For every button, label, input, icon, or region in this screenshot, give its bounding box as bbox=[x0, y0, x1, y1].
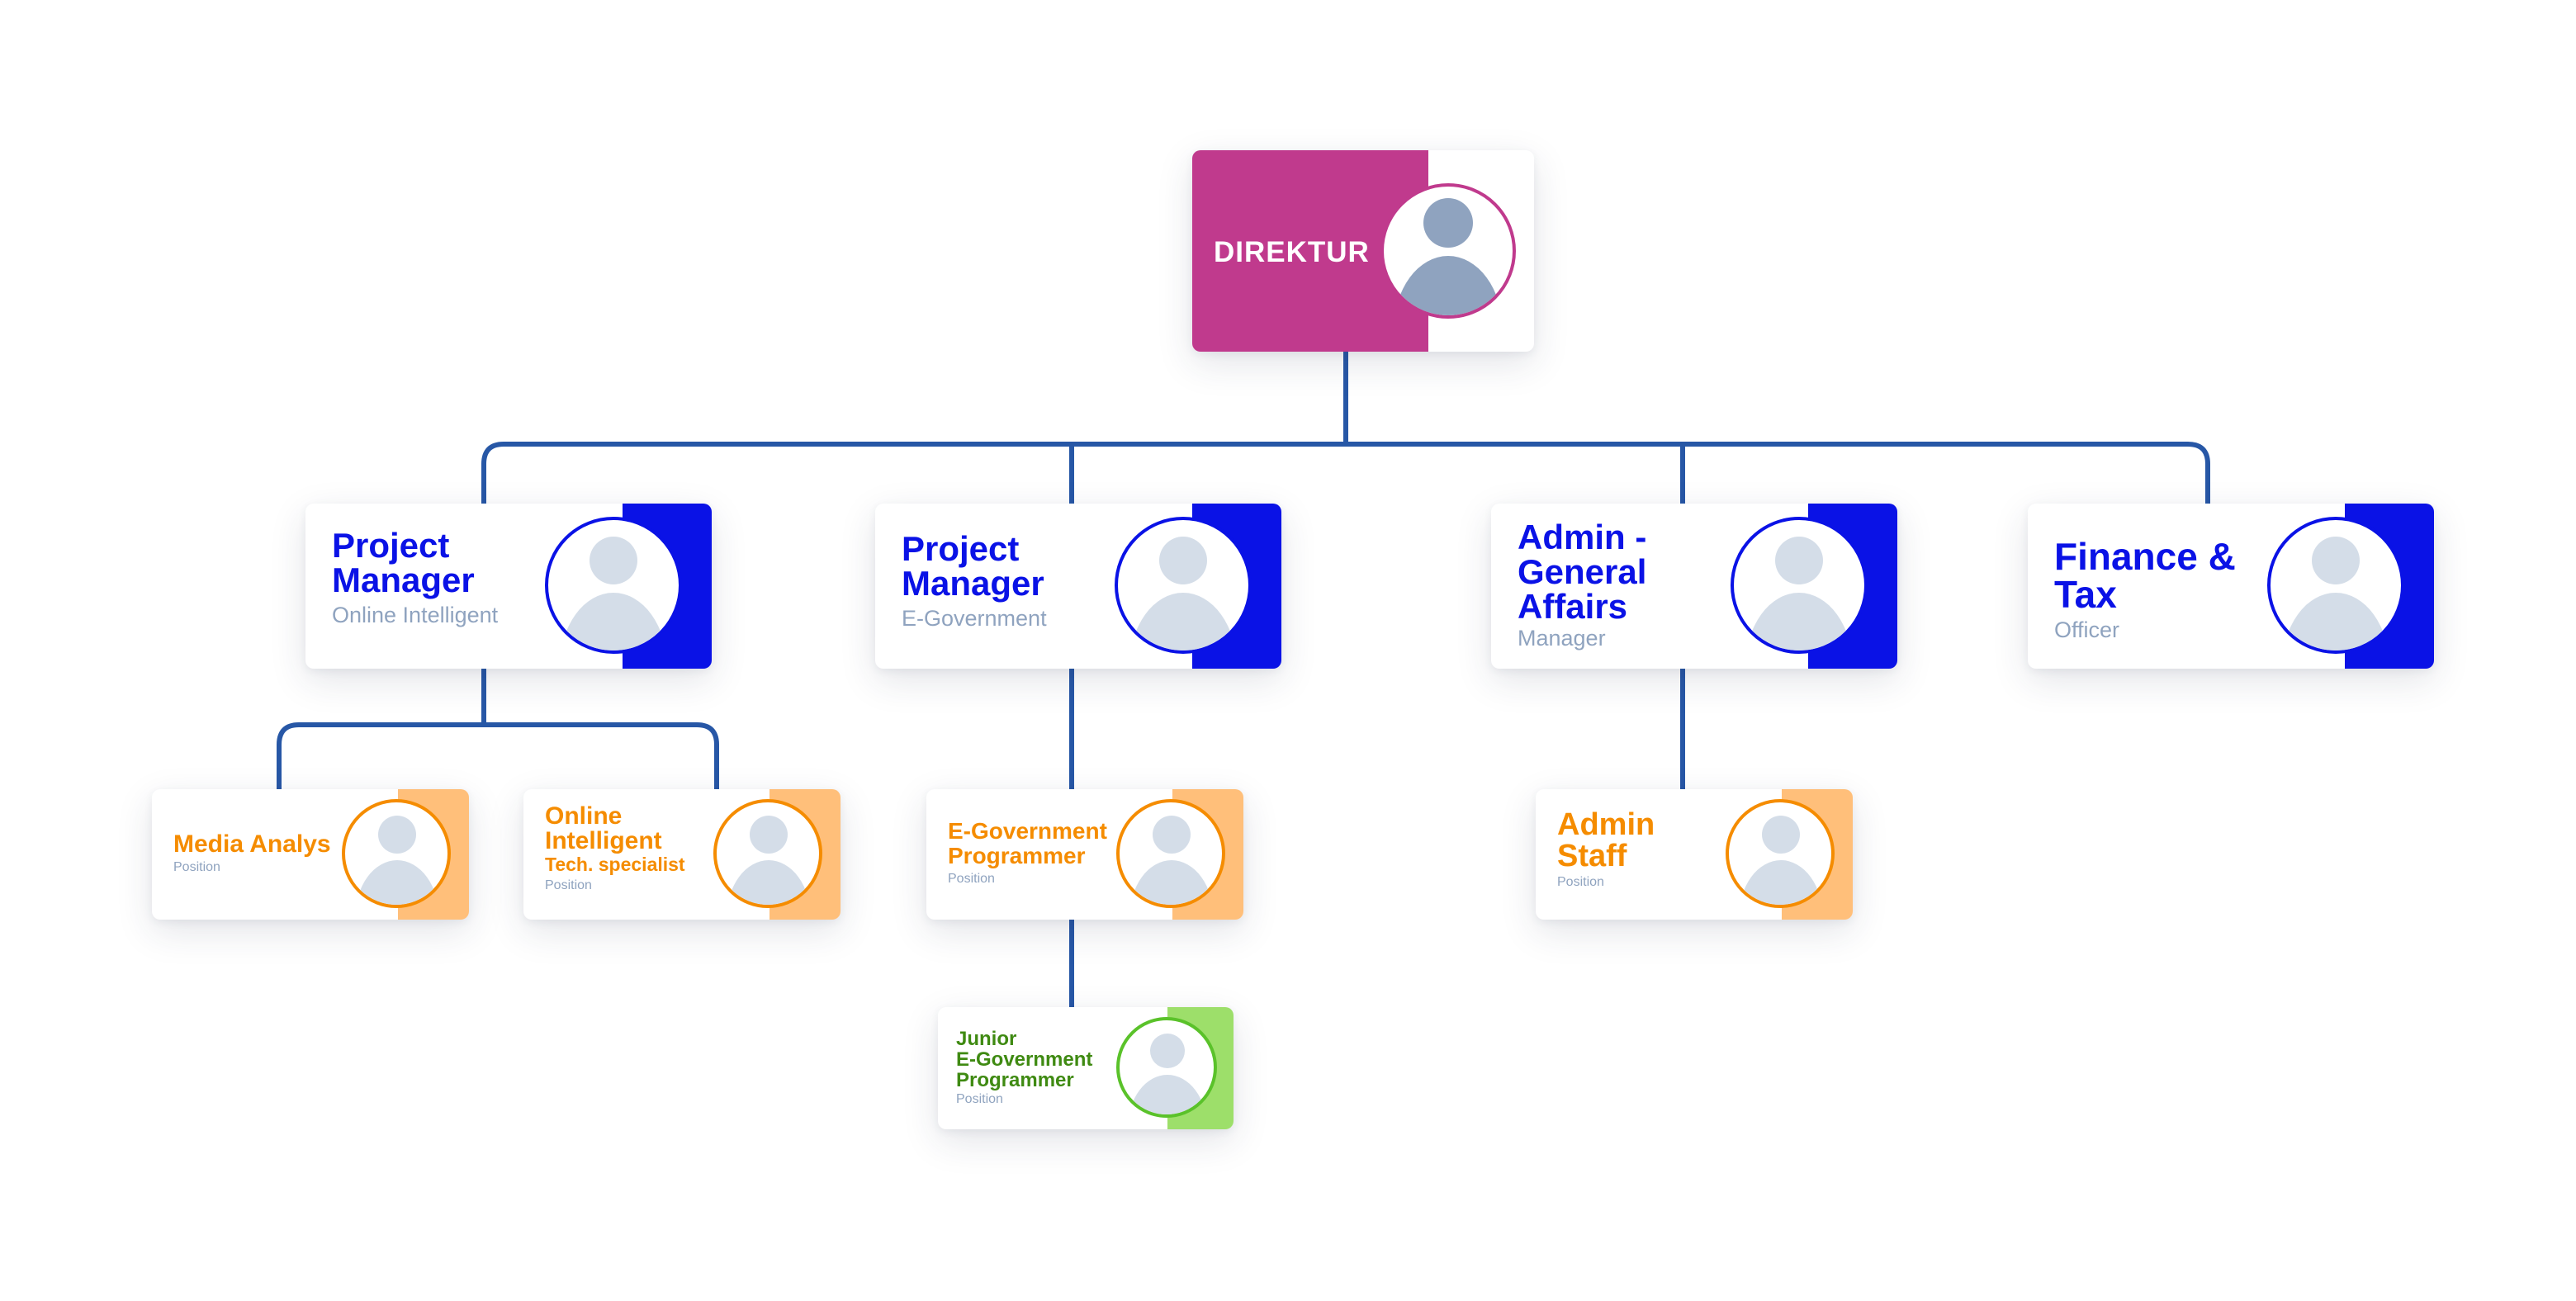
card-title-line: Online bbox=[545, 802, 623, 830]
card-title-line: Media Analys bbox=[173, 830, 331, 858]
staff-card-media-analys[interactable]: Media Analys Position bbox=[152, 789, 469, 920]
connector-manager-bus bbox=[481, 442, 2210, 506]
junior-card-egov-programmer[interactable]: Junior E-Government Programmer Position bbox=[938, 1007, 1234, 1129]
card-subtitle: Position bbox=[956, 1092, 1003, 1106]
manager-card-finance[interactable]: Finance & Tax Officer bbox=[2028, 504, 2434, 669]
card-title-line: Staff bbox=[1557, 839, 1627, 873]
card-title-line: Junior bbox=[956, 1028, 1017, 1050]
user-avatar-icon bbox=[342, 799, 451, 908]
manager-card-admin[interactable]: Admin - General Affairs Manager bbox=[1491, 504, 1897, 669]
card-subtitle: Position bbox=[545, 878, 592, 892]
card-subtitle: Position bbox=[173, 860, 220, 874]
card-title-line: Finance & bbox=[2054, 535, 2236, 578]
card-title-line: E-Government bbox=[948, 818, 1107, 844]
user-avatar-icon bbox=[1116, 799, 1225, 908]
card-subtitle: Position bbox=[1557, 875, 1604, 889]
user-avatar-icon bbox=[713, 799, 822, 908]
user-avatar-icon bbox=[1116, 1017, 1217, 1118]
card-title-line: Project bbox=[902, 529, 1020, 568]
director-title: DIREKTUR bbox=[1214, 236, 1370, 268]
user-avatar-icon bbox=[2267, 517, 2404, 654]
card-title-line: Intelligent bbox=[545, 827, 662, 854]
card-title-line: Tech. specialist bbox=[545, 854, 685, 875]
staff-card-admin-staff[interactable]: Admin Staff Position bbox=[1536, 789, 1853, 920]
card-subtitle: Online Intelligent bbox=[332, 603, 499, 627]
card-title-line: Programmer bbox=[956, 1069, 1074, 1091]
card-title-line: Manager bbox=[902, 564, 1044, 603]
manager-card-project-egov[interactable]: Project Manager E-Government bbox=[875, 504, 1281, 669]
user-avatar-icon bbox=[1380, 183, 1516, 319]
card-subtitle: Officer bbox=[2054, 617, 2120, 642]
staff-card-online-intelligent[interactable]: Online Intelligent Tech. specialist Posi… bbox=[523, 789, 841, 920]
card-subtitle: Position bbox=[948, 872, 995, 886]
card-title-line: Manager bbox=[332, 561, 475, 599]
staff-card-egov-programmer[interactable]: E-Government Programmer Position bbox=[926, 789, 1243, 920]
user-avatar-icon bbox=[1731, 517, 1868, 654]
card-subtitle: Manager bbox=[1518, 626, 1606, 650]
card-title-line: Project bbox=[332, 526, 450, 565]
card-title-line: Affairs bbox=[1518, 587, 1628, 626]
user-avatar-icon bbox=[1726, 799, 1835, 908]
card-subtitle: E-Government bbox=[902, 606, 1047, 631]
user-avatar-icon bbox=[1115, 517, 1252, 654]
card-title-line: Admin bbox=[1557, 807, 1655, 842]
card-title-line: E-Government bbox=[956, 1048, 1093, 1071]
card-title-line: Tax bbox=[2054, 573, 2117, 616]
card-title-line: General bbox=[1518, 552, 1647, 591]
connector-pm1-staff-bus bbox=[277, 666, 719, 792]
card-title-line: Admin - bbox=[1518, 518, 1647, 556]
director-card[interactable]: DIREKTUR bbox=[1192, 150, 1534, 352]
card-title-line: Programmer bbox=[948, 843, 1086, 868]
user-avatar-icon bbox=[545, 517, 682, 654]
manager-card-project-online[interactable]: Project Manager Online Intelligent bbox=[305, 504, 712, 669]
